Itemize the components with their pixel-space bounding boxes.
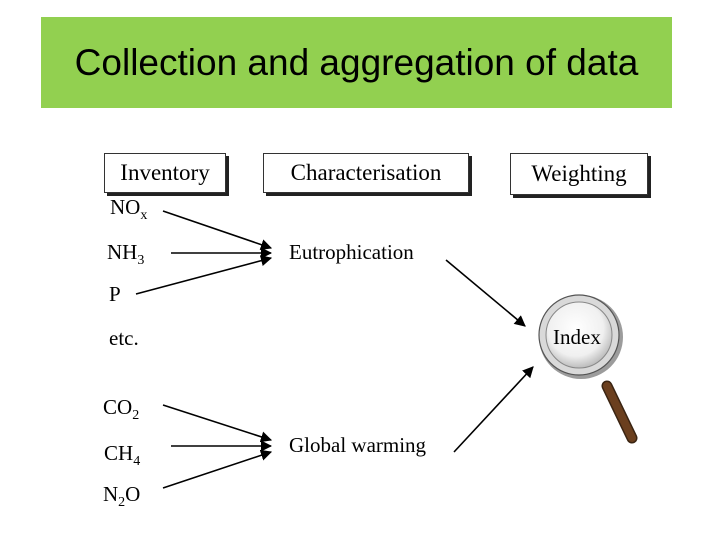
magnifying-glass-icon xyxy=(538,294,638,444)
arrow-n2o-to-global-warming xyxy=(162,449,273,489)
index-label: Index xyxy=(553,325,601,349)
title-banner: Collection and aggregation of data xyxy=(41,17,672,108)
weighting-header-label: Weighting xyxy=(531,161,627,186)
eutrophication-label: Eutrophication xyxy=(289,240,414,264)
arrow-p-to-eutrophication xyxy=(135,255,273,295)
inventory-header: Inventory xyxy=(104,153,226,193)
arrow-eutrophication-to-index xyxy=(445,259,526,327)
p-label: P xyxy=(109,282,121,306)
characterisation-header: Characterisation xyxy=(263,153,469,193)
inventory-header-label: Inventory xyxy=(120,160,210,185)
global-warming-label: Global warming xyxy=(289,433,427,457)
arrow-global-warming-to-index xyxy=(453,366,534,453)
weighting-header: Weighting xyxy=(510,153,648,195)
co2-label: CO2 xyxy=(103,395,140,423)
n2o-label: N2O xyxy=(103,482,141,510)
page-title: Collection and aggregation of data xyxy=(74,41,639,83)
ch4-label: CH4 xyxy=(104,441,141,469)
characterisation-header-label: Characterisation xyxy=(290,160,442,185)
nox-label: NOx xyxy=(110,195,148,223)
nh3-label: NH3 xyxy=(107,240,145,268)
arrow-co2-to-global-warming xyxy=(162,404,273,443)
arrow-nox-to-eutrophication xyxy=(162,210,273,251)
etc-label: etc. xyxy=(109,326,139,350)
